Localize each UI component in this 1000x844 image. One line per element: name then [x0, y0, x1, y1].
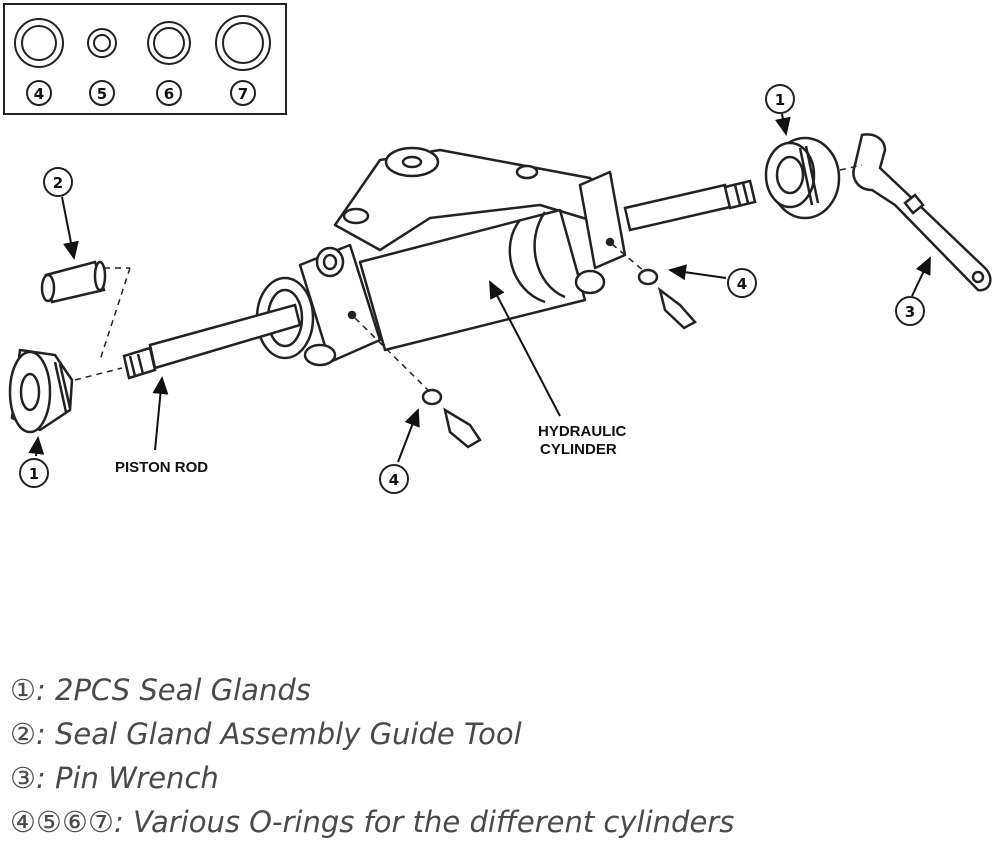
callout-fitting-lower: 4	[379, 408, 420, 494]
svg-text:6: 6	[164, 85, 174, 103]
callout-fitting-upper: 4	[668, 264, 757, 298]
svg-text:1: 1	[775, 91, 785, 109]
callout-pin-wrench: 3	[895, 256, 931, 326]
legend-item-pin-wrench: ③: Pin Wrench	[10, 756, 990, 800]
legend-text: : Various O-rings for the different cyli…	[114, 805, 735, 839]
legend-marker: ③	[10, 761, 36, 795]
legend-text: : Seal Gland Assembly Guide Tool	[36, 717, 522, 751]
callout-seal-gland-right: 1	[765, 84, 795, 136]
svg-text:2: 2	[53, 174, 63, 192]
inset-callout-4: 4	[26, 80, 52, 106]
piston-rod-label: PISTON ROD	[115, 459, 208, 476]
legend-item-guide-tool: ②: Seal Gland Assembly Guide Tool	[10, 712, 990, 756]
hydraulic-cylinder-label-group: HYDRAULIC CYLINDER	[489, 280, 626, 458]
legend-marker: ④⑤⑥⑦	[10, 805, 114, 839]
legend-marker: ①	[10, 673, 36, 707]
legend-item-seal-glands: ①: 2PCS Seal Glands	[10, 668, 990, 712]
seal-gland-left	[8, 348, 74, 434]
o-ring-7	[215, 15, 271, 71]
legend-text: : 2PCS Seal Glands	[36, 673, 311, 707]
guide-tool	[40, 260, 107, 304]
hydraulic-label-line1: HYDRAULIC	[538, 423, 626, 440]
fitting-upper	[637, 268, 697, 330]
inset-callout-5: 5	[89, 80, 115, 106]
parts-legend: ①: 2PCS Seal Glands ②: Seal Gland Assemb…	[10, 668, 990, 844]
svg-text:1: 1	[29, 465, 39, 483]
legend-marker: ②	[10, 717, 36, 751]
o-ring-6	[147, 21, 191, 65]
pin-wrench	[852, 133, 992, 292]
hydraulic-cylinder	[255, 146, 627, 367]
inset-callout-6: 6	[156, 80, 182, 106]
svg-text:3: 3	[905, 303, 915, 321]
o-ring-inset: 4 5 6 7	[3, 3, 287, 115]
callout-guide-tool: 2	[43, 167, 79, 260]
piston-rod	[122, 179, 757, 380]
exploded-diagram: 4 5 6 7	[3, 3, 992, 494]
svg-text:4: 4	[389, 471, 399, 489]
legend-item-o-rings: ④⑤⑥⑦: Various O-rings for the different …	[10, 800, 990, 844]
o-ring-5	[87, 28, 117, 58]
inset-callout-7: 7	[230, 80, 256, 106]
piston-rod-label-group: PISTON ROD	[115, 376, 208, 476]
seal-gland-right	[764, 136, 841, 220]
callout-seal-gland-left: 1	[19, 436, 49, 488]
hydraulic-label-line2: CYLINDER	[540, 441, 617, 458]
assembly-lines	[74, 164, 863, 393]
fitting-lower	[421, 388, 482, 449]
svg-text:4: 4	[34, 85, 44, 103]
svg-text:7: 7	[238, 85, 248, 103]
svg-text:4: 4	[737, 275, 747, 293]
svg-text:5: 5	[97, 85, 107, 103]
o-ring-4	[14, 18, 64, 68]
legend-text: : Pin Wrench	[36, 761, 219, 795]
